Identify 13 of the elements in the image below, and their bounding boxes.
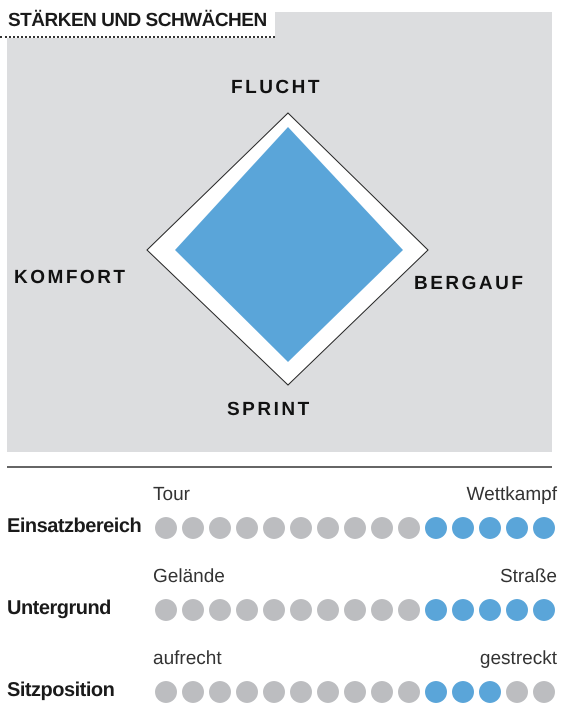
axis-label: BERGAUF <box>414 273 526 295</box>
row-label: Untergrund <box>7 597 111 620</box>
scale-end-label: Straße <box>500 566 557 588</box>
scale-end-label: Wettkampf <box>466 484 557 506</box>
scale-end-label: Tour <box>153 484 190 506</box>
scale-end-label: Gelände <box>153 566 225 588</box>
row-label: Einsatzbereich <box>7 515 142 538</box>
axis-label: FLUCHT <box>231 77 322 99</box>
scale-end-label: gestreckt <box>480 648 557 670</box>
row-label: Sitzposition <box>7 679 114 702</box>
axis-label: KOMFORT <box>14 267 128 289</box>
axis-label: SPRINT <box>227 399 312 421</box>
scale-end-label: aufrecht <box>153 648 222 670</box>
